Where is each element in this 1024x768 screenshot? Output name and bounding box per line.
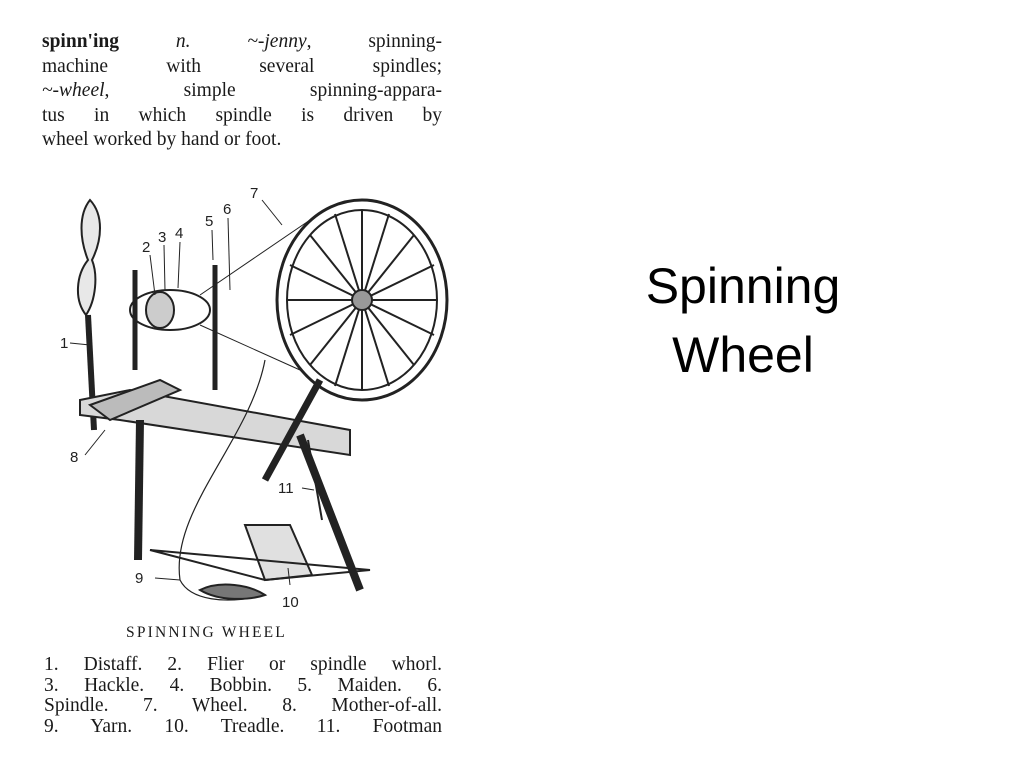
- callout-8: 8: [70, 449, 78, 466]
- dictionary-entry: spinn'ing n. ~-jenny, spinning- machine …: [42, 30, 442, 153]
- distaff-fibre: [77, 198, 101, 317]
- slide-title-line-1: Spinning: [645, 258, 841, 314]
- dictionary-line-4: tus in which spindle is driven by: [42, 104, 442, 126]
- illustration-caption: SPINNING WHEEL: [126, 624, 287, 641]
- callout-7: 7: [250, 185, 258, 202]
- bobbin: [145, 291, 175, 329]
- slide-title: Spinning Wheel: [592, 252, 894, 390]
- callout-9: 9: [135, 570, 143, 587]
- wheel-upright: [261, 378, 324, 482]
- yarn: [178, 359, 266, 601]
- wheel-drawing: [69, 198, 449, 601]
- part-of-speech: n.: [175, 31, 191, 52]
- callout-1: 1: [60, 335, 68, 352]
- callout-3: 3: [158, 229, 166, 246]
- footman-rod: [307, 439, 323, 521]
- jenny-definition-start: , spinning-: [306, 31, 443, 52]
- dictionary-line-3: ~-wheel, simple spinning-appara-: [42, 79, 442, 104]
- treadle: [243, 524, 314, 582]
- yarn-bundle: [197, 583, 268, 600]
- wheel-definition-start: , simple spinning-appara-: [104, 80, 442, 101]
- slide-title-line-2: Wheel: [672, 327, 814, 383]
- parts-legend: 1. Distaff. 2. Flier or spindle whorl. 3…: [44, 654, 442, 737]
- dictionary-line-1: spinn'ing n. ~-jenny, spinning-: [42, 30, 442, 55]
- callout-2: 2: [142, 239, 150, 256]
- legend-line-3: Spindle. 7. Wheel. 8. Mother-of-all.: [44, 695, 442, 716]
- callout-11: 11: [278, 480, 294, 497]
- legend-line-2: 3. Hackle. 4. Bobbin. 5. Maiden. 6.: [44, 674, 442, 696]
- callout-10: 10: [282, 594, 299, 611]
- jenny-term: ~-jenny: [247, 31, 307, 52]
- wheel-hub: [351, 289, 373, 311]
- drive-band-top: [199, 219, 311, 296]
- callout-4: 4: [175, 225, 183, 242]
- dictionary-line-5: wheel worked by hand or foot.: [42, 129, 282, 150]
- headword: spinn'ing: [42, 31, 119, 52]
- treadle-frame: [149, 549, 371, 582]
- callout-5: 5: [205, 213, 213, 230]
- legend-line-1: 1. Distaff. 2. Flier or spindle whorl.: [44, 654, 442, 675]
- flier: [129, 289, 211, 331]
- drive-band-bottom: [199, 324, 301, 371]
- leg-left: [134, 419, 144, 561]
- main-wheel-rim: [275, 198, 449, 402]
- callout-leaders: [69, 199, 315, 586]
- wheel-term: ~-wheel: [42, 80, 105, 101]
- legend-line-4: 9. Yarn. 10. Treadle. 11. Footman: [44, 715, 442, 737]
- callout-labels: 1 2 3 4 5 6 7 8 9 10 11: [60, 185, 299, 611]
- leg-right: [296, 433, 364, 592]
- dictionary-line-2: machine with several spindles;: [42, 55, 442, 77]
- spinning-wheel-illustration: 1 2 3 4 5 6 7 8 9 10 11: [60, 185, 449, 611]
- callout-6: 6: [223, 201, 231, 218]
- mother-of-all: [87, 378, 183, 422]
